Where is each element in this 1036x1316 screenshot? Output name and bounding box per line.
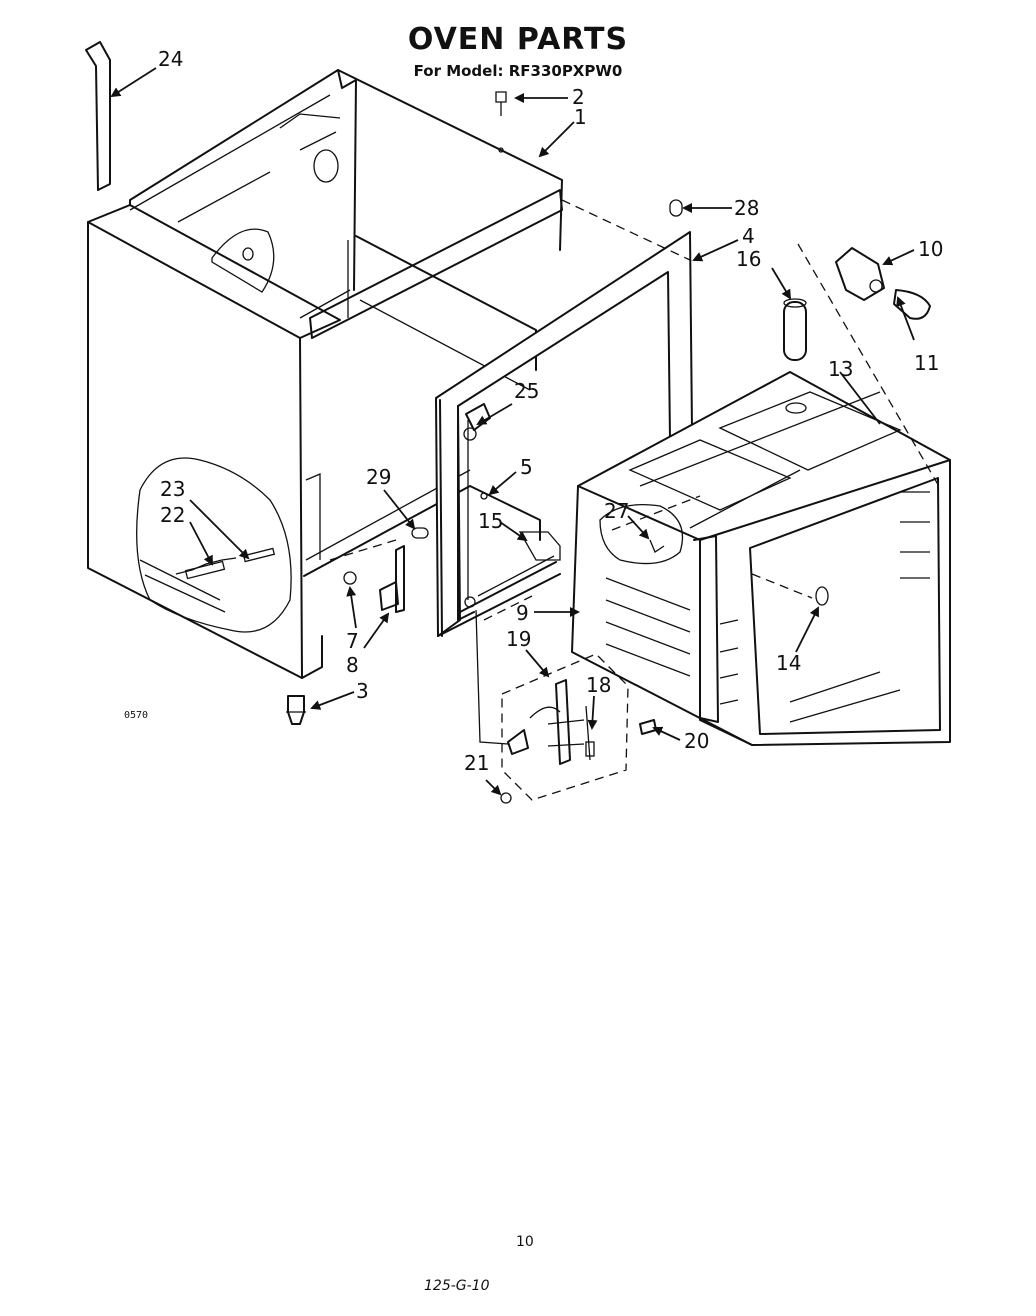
model-subtitle: For Model: RF330PXPW0 [413,62,623,80]
diagram-code: 0570 [124,710,148,721]
callout-13: 13 [828,357,853,381]
callout-9: 9 [516,601,529,625]
callout-23: 23 [160,477,185,501]
callout-leaders [110,67,915,796]
callout-10: 10 [918,237,943,261]
callout-4: 4 [742,224,755,248]
front-frame [435,199,693,637]
callout-19: 19 [506,627,531,651]
callout-11: 11 [914,351,939,375]
door-latch-assembly [475,609,657,804]
side-trim-bracket [85,41,111,191]
oven-light-socket [835,247,931,320]
callout-3: 3 [356,679,369,703]
callout-2: 2 [572,85,585,109]
diagram-title: OVEN PARTS [407,22,629,57]
callout-21: 21 [464,751,489,775]
callout-7: 7 [346,629,359,653]
oven-liner [571,371,951,746]
callout-24: 24 [158,47,183,71]
callout-labels: 24 2 1 28 4 10 16 11 13 25 5 29 15 23 22… [158,47,943,775]
callout-22: 22 [160,503,185,527]
callout-27: 27 [604,499,629,523]
callout-20: 20 [684,729,709,753]
callout-5: 5 [520,455,533,479]
callout-14: 14 [776,651,801,675]
vent-tube [783,298,807,361]
callout-18: 18 [586,673,611,697]
callout-29: 29 [366,465,391,489]
callout-8: 8 [346,653,359,677]
handwritten-footer: 125-G-10 [424,1278,490,1294]
callout-16: 16 [736,247,761,271]
callout-1: 1 [574,105,587,129]
page-number: 10 [516,1234,534,1250]
callout-15: 15 [478,509,503,533]
callout-28: 28 [734,196,759,220]
callout-25: 25 [514,379,539,403]
